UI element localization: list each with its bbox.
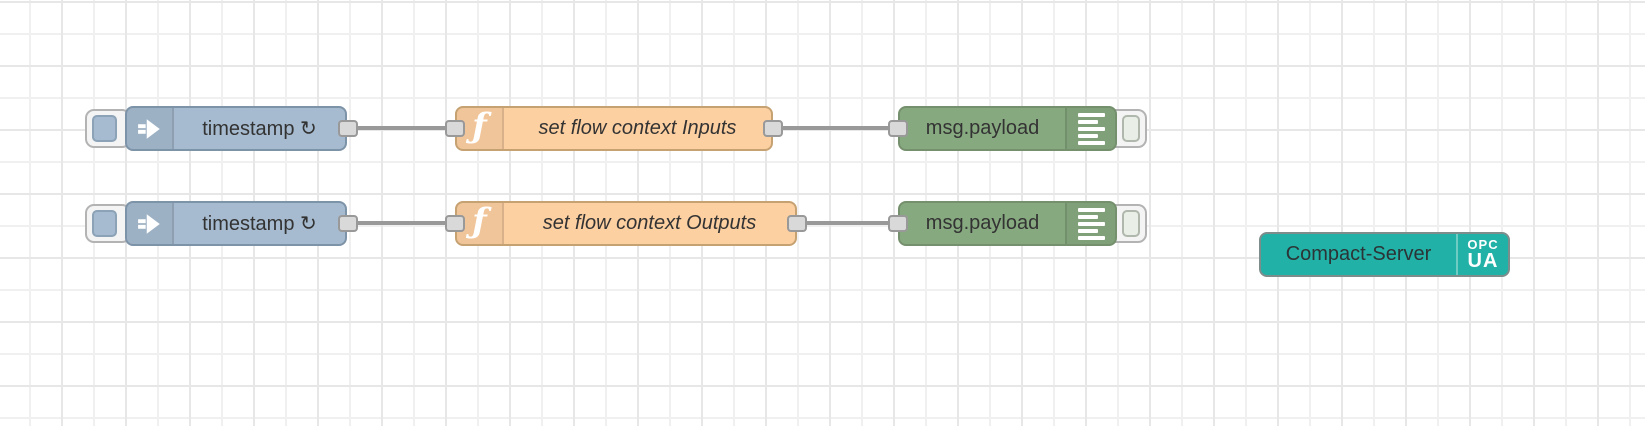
opcua-badge-bottom: UA [1467,250,1499,272]
inject-button-inner [92,115,117,142]
wire[interactable] [352,221,452,225]
inject-node-label: timestamp ↻ [202,213,317,235]
debug-list-icon [1077,207,1105,240]
node-output-port[interactable] [787,215,807,232]
node-input-port[interactable] [888,120,908,137]
node-input-port[interactable] [888,215,908,232]
inject-arrow-icon [137,213,160,234]
opcua-server-node[interactable]: Compact-Server OPC UA [1259,232,1510,277]
inject-button-inner [92,210,117,237]
debug-node[interactable]: msg.payload [898,106,1117,151]
wire[interactable] [778,126,893,130]
inject-node[interactable]: timestamp ↻ [125,201,347,246]
node-input-port[interactable] [445,120,465,137]
wire[interactable] [352,126,452,130]
inject-icon-region [127,203,174,244]
inject-arrow-icon [137,118,160,139]
function-icon: ƒ [472,105,487,146]
wire[interactable] [802,221,893,225]
node-output-port[interactable] [338,215,358,232]
debug-node-label: msg.payload [925,117,1040,139]
debug-icon-region [1065,203,1115,244]
inject-node-label: timestamp ↻ [202,118,317,140]
opcua-badge-top: OPC [1467,237,1499,252]
function-icon: ƒ [472,200,487,241]
function-icon-region: ƒ [457,108,504,149]
inject-node[interactable]: timestamp ↻ [125,106,347,151]
node-output-port[interactable] [338,120,358,137]
node-input-port[interactable] [445,215,465,232]
debug-toggle-inner [1122,210,1140,237]
function-node-label: set flow context Inputs [538,117,737,139]
opcua-server-label: Compact-Server [1285,243,1432,265]
debug-icon-region [1065,108,1115,149]
debug-list-icon [1077,112,1105,145]
debug-node[interactable]: msg.payload [898,201,1117,246]
node-output-port[interactable] [763,120,783,137]
function-node-label: set flow context Outputs [542,212,757,234]
function-node[interactable]: ƒ set flow context Inputs [455,106,773,151]
debug-node-label: msg.payload [925,212,1040,234]
opcua-badge: OPC UA [1456,234,1508,275]
inject-icon-region [127,108,174,149]
inject-button[interactable] [85,109,131,148]
debug-toggle-inner [1122,115,1140,142]
function-node[interactable]: ƒ set flow context Outputs [455,201,797,246]
